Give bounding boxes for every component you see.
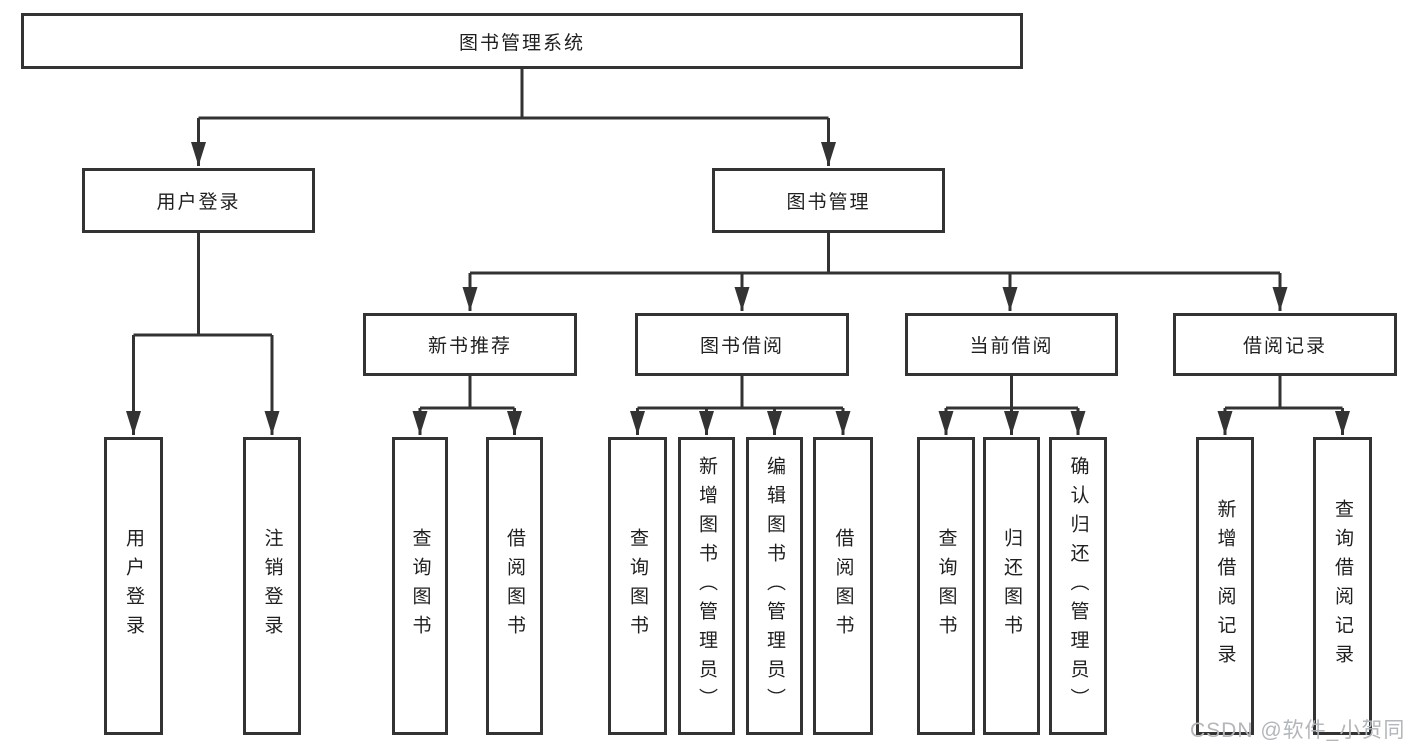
leaf-records-query: 查询借阅记录 <box>1313 437 1372 735</box>
leaf-current-query-label: 查询图书 <box>935 528 957 644</box>
csdn-watermark: CSDN @软件_小贺同学 <box>1190 719 1405 742</box>
leaf-user-login: 用户登录 <box>104 437 163 735</box>
leaf-borrow-book: 借阅图书 <box>813 437 873 735</box>
leaf-current-return: 归还图书 <box>983 437 1040 735</box>
leaf-borrow-edit-label: 编辑图书（管理员） <box>764 455 785 717</box>
leaf-records-add-label: 新增借阅记录 <box>1214 499 1236 673</box>
leaf-records-query-label: 查询借阅记录 <box>1332 499 1353 673</box>
leaf-borrow-add: 新增图书（管理员） <box>678 437 735 735</box>
node-borrow-records: 借阅记录 <box>1173 313 1397 376</box>
leaf-logout: 注销登录 <box>243 437 301 735</box>
node-user-login: 用户登录 <box>82 168 315 233</box>
leaf-newbooks-query: 查询图书 <box>392 437 448 735</box>
node-book-borrow: 图书借阅 <box>635 313 849 376</box>
leaf-current-query: 查询图书 <box>917 437 975 735</box>
leaf-borrow-query-label: 查询图书 <box>627 528 648 644</box>
leaf-borrow-query: 查询图书 <box>608 437 667 735</box>
leaf-user-login-label: 用户登录 <box>123 528 144 644</box>
leaf-borrow-book-label: 借阅图书 <box>832 528 854 644</box>
leaf-newbooks-borrow: 借阅图书 <box>486 437 543 735</box>
node-root: 图书管理系统 <box>21 13 1023 69</box>
leaf-current-confirm-return: 确认归还（管理员） <box>1049 437 1107 735</box>
leaf-borrow-edit: 编辑图书（管理员） <box>746 437 803 735</box>
node-current-borrow: 当前借阅 <box>905 313 1118 376</box>
leaf-records-add: 新增借阅记录 <box>1196 437 1254 735</box>
leaf-newbooks-borrow-label: 借阅图书 <box>504 528 525 644</box>
leaf-current-confirm-return-label: 确认归还（管理员） <box>1067 455 1089 717</box>
node-book-management: 图书管理 <box>712 168 945 233</box>
leaf-borrow-add-label: 新增图书（管理员） <box>696 455 717 717</box>
leaf-newbooks-query-label: 查询图书 <box>409 528 431 644</box>
leaf-logout-label: 注销登录 <box>261 528 283 644</box>
leaf-current-return-label: 归还图书 <box>1001 528 1022 644</box>
node-new-book-recommend: 新书推荐 <box>363 313 577 376</box>
